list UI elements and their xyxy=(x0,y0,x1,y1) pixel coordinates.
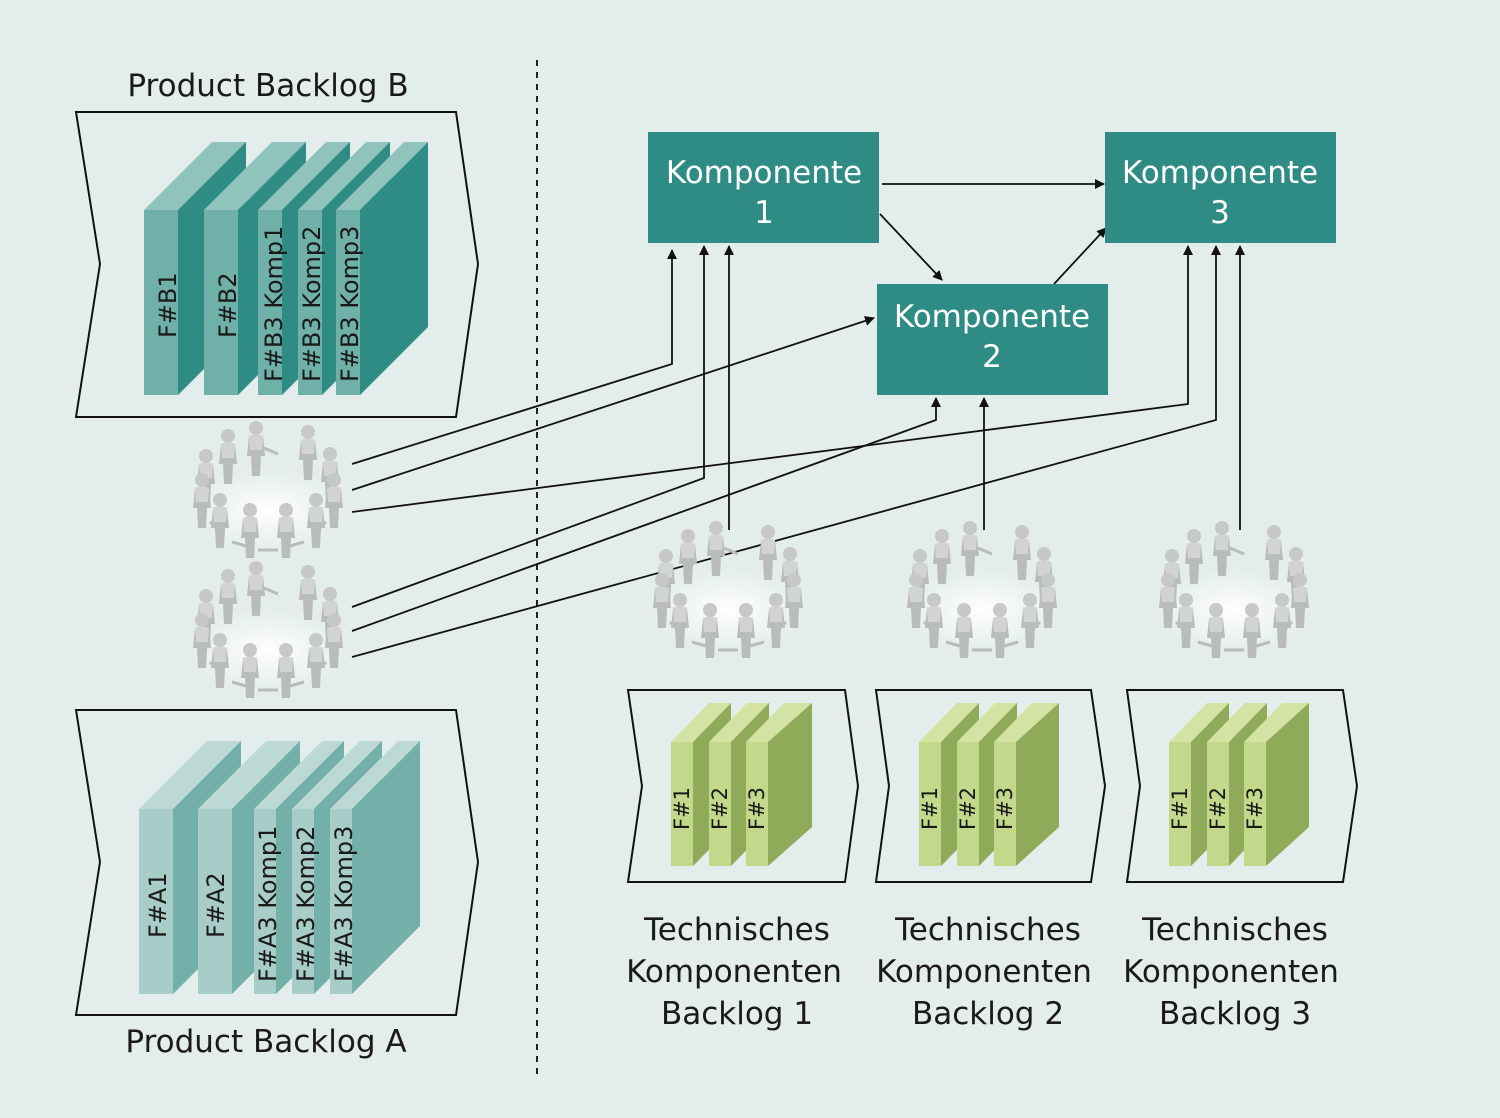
tech-backlog-3-line-2: Komponenten xyxy=(1123,954,1339,990)
backlog-b-card-1-label: F#B1 xyxy=(154,272,182,338)
tech-backlog-3-line-3: Backlog 3 xyxy=(1159,996,1311,1032)
tech-backlog-2-card-3-label: F#3 xyxy=(993,787,1017,830)
backlog-b-card-2-label: F#B2 xyxy=(214,272,242,338)
tech-backlog-2-card-2-label: F#2 xyxy=(956,787,980,830)
tech-backlog-2-arrow-frame xyxy=(874,689,1107,883)
tech-backlog-3-card-1-label: F#1 xyxy=(1168,787,1192,830)
component-3-number: 3 xyxy=(1210,195,1230,231)
tech-backlog-1-line-1: Technisches xyxy=(643,912,830,948)
tech-backlog-1-card-3-label: F#3 xyxy=(745,787,769,830)
tech-backlog-3-card-3 xyxy=(1244,703,1309,866)
connector-teamb-to-comp1 xyxy=(351,249,677,465)
connector-teama-to-comp2 xyxy=(351,397,941,632)
tech-backlog-2: F#1 F#2 F#3 Technisches Komponenten Back… xyxy=(874,689,1107,1032)
component-1-title: Komponente xyxy=(666,155,862,191)
product-backlog-b-arrow-frame xyxy=(74,111,480,418)
backlog-a-card-2-label: F#A2 xyxy=(202,872,230,938)
tech-backlog-3-line-1: Technisches xyxy=(1141,912,1328,948)
tech-backlog-1-card-2-label: F#2 xyxy=(708,787,732,830)
product-backlog-a-arrow-frame xyxy=(74,709,480,1016)
tech-backlog-3-card-2-label: F#2 xyxy=(1206,787,1230,830)
connector-teama-to-comp1 xyxy=(351,245,709,608)
team-a-icon xyxy=(186,561,350,698)
backlog-a-card-3-label: F#A3 Komp1 xyxy=(254,826,282,982)
tech-backlog-2-line-1: Technisches xyxy=(894,912,1081,948)
component-2-number: 2 xyxy=(982,339,1002,375)
backlog-a-card-5-label: F#A3 Komp3 xyxy=(330,826,358,982)
tech-backlog-1-card-1-label: F#1 xyxy=(670,787,694,830)
tech-backlog-3: F#1 F#2 F#3 Technisches Komponenten Back… xyxy=(1123,689,1359,1032)
connector-teamb-to-comp3 xyxy=(351,245,1193,513)
team-component-2-icon xyxy=(900,521,1064,658)
product-backlog-a-title: Product Backlog A xyxy=(125,1024,406,1060)
product-backlog-b: Product Backlog B F#B1 F#B2 xyxy=(74,68,480,418)
tech-backlog-1-line-2: Komponenten xyxy=(626,954,842,990)
backlog-a-card-1-label: F#A1 xyxy=(144,872,172,938)
backlog-b-card-5-label: F#B3 Komp3 xyxy=(336,226,364,382)
component-3: Komponente 3 xyxy=(1105,132,1336,243)
backlog-b-card-4-label: F#B3 Komp2 xyxy=(298,226,326,382)
tech-backlog-3-card-3-label: F#3 xyxy=(1243,787,1267,830)
tech-backlog-2-card-3 xyxy=(994,703,1059,866)
component-1-number: 1 xyxy=(754,195,774,231)
tech-backlog-1-line-3: Backlog 1 xyxy=(661,996,813,1032)
connector-teama-to-comp3 xyxy=(351,245,1221,658)
component-2-box xyxy=(877,284,1108,395)
connector-teamb-to-comp2 xyxy=(351,316,875,491)
team-component-3-icon xyxy=(1152,521,1316,658)
tech-backlog-2-card-1-label: F#1 xyxy=(918,787,942,830)
product-backlog-b-title: Product Backlog B xyxy=(127,68,408,104)
component-2-title: Komponente xyxy=(894,299,1090,335)
team-b-icon xyxy=(186,421,350,558)
tech-backlog-1-card-3 xyxy=(746,703,812,866)
tech-backlog-2-line-2: Komponenten xyxy=(876,954,1092,990)
tech-backlog-1-arrow-frame xyxy=(626,689,860,883)
component-3-title: Komponente xyxy=(1122,155,1318,191)
tech-backlog-1: F#1 F#2 F#3 Technisches Komponenten Back… xyxy=(626,689,860,1032)
tech-backlog-3-arrow-frame xyxy=(1125,689,1359,883)
connector-lines xyxy=(351,179,1245,658)
team-component-1-icon xyxy=(646,521,810,658)
component-3-box xyxy=(1105,132,1336,243)
connector-comp2-to-comp3 xyxy=(1053,227,1107,285)
backlog-a-card-5 xyxy=(330,741,420,994)
backlog-a-card-4-label: F#A3 Komp2 xyxy=(292,826,320,982)
component-1: Komponente 1 xyxy=(648,132,879,243)
product-backlog-a: F#A1 F#A2 F#A3 Komp1 F#A3 Komp2 F#A3 Kom… xyxy=(74,709,480,1060)
backlog-b-card-5 xyxy=(336,142,428,395)
component-2: Komponente 2 xyxy=(877,284,1108,395)
connector-comp1-to-comp2 xyxy=(879,213,943,281)
backlog-b-card-3-label: F#B3 Komp1 xyxy=(260,226,288,382)
component-1-box xyxy=(648,132,879,243)
tech-backlog-2-line-3: Backlog 2 xyxy=(912,996,1064,1032)
